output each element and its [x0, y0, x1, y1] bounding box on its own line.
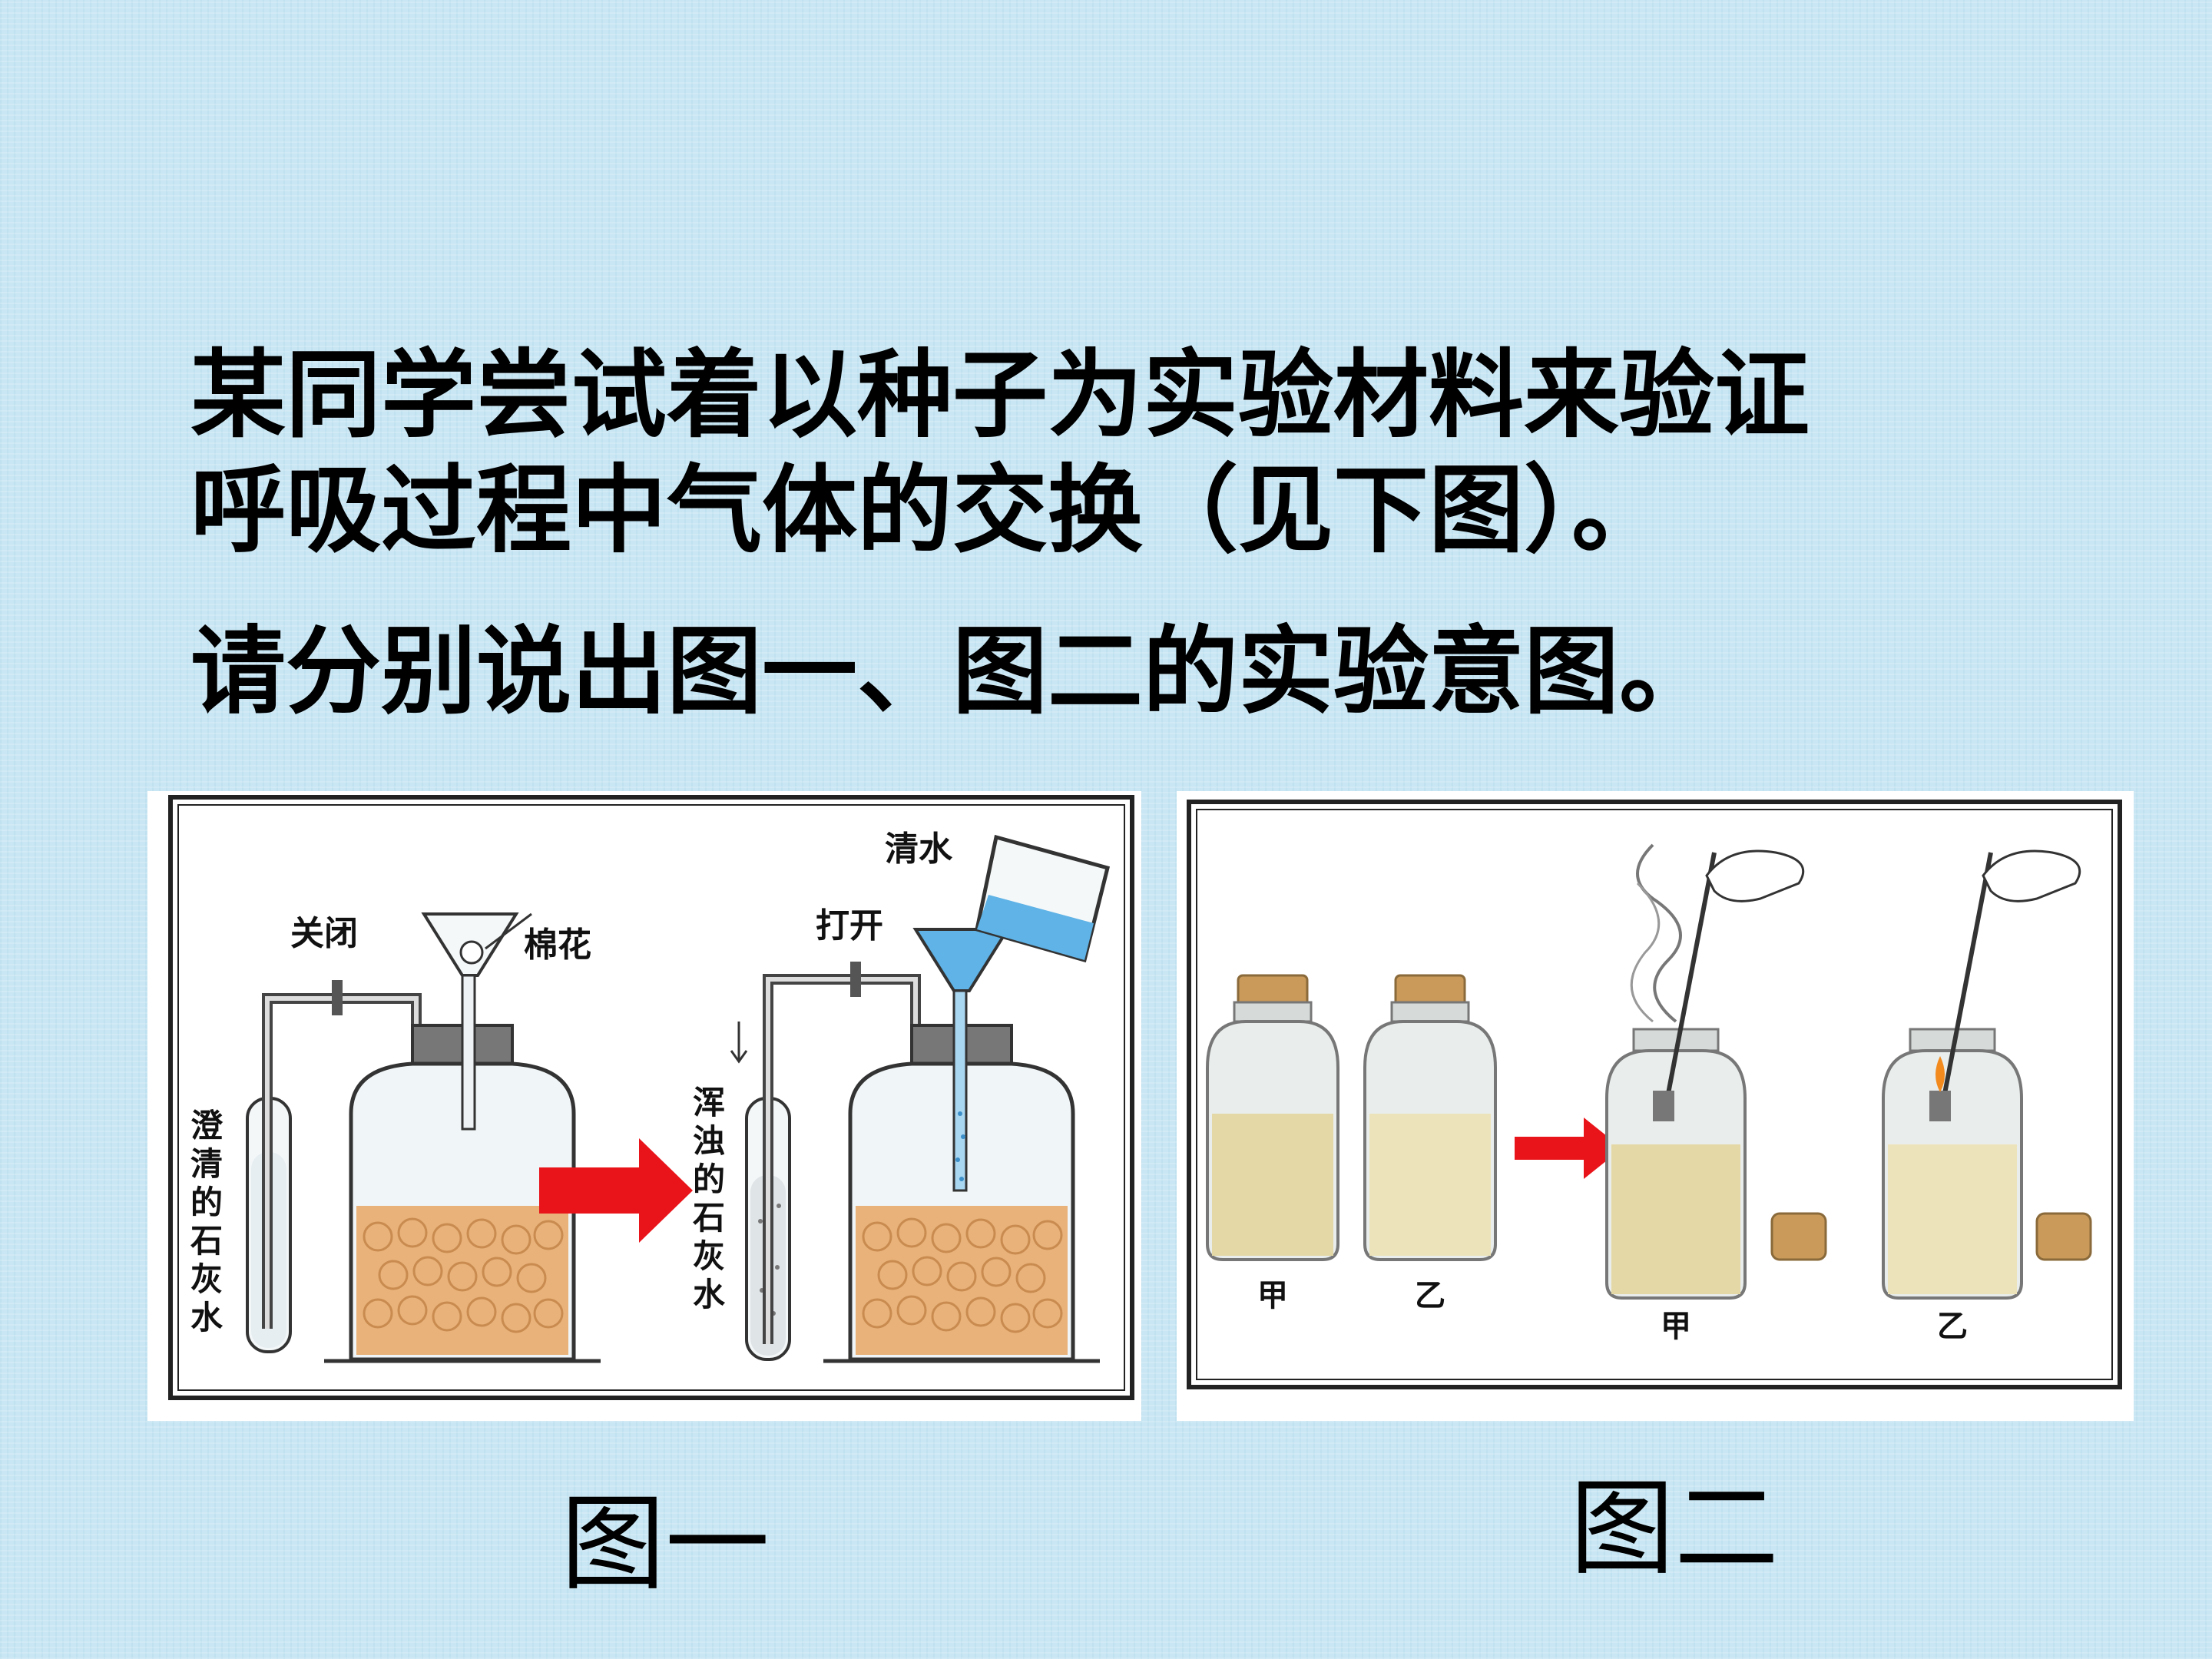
- bottle-right: [823, 1024, 1100, 1363]
- question-line-2: 呼吸过程中气体的交换（见下图）。: [190, 455, 1667, 566]
- flame-icon: [1936, 1056, 1945, 1092]
- label-jar-b-open: 乙: [1937, 1309, 1968, 1344]
- funnel-right: [912, 928, 1011, 1192]
- label-clear-limewater: 澄 清 的 石 灰 水: [190, 1107, 224, 1336]
- svg-text:石: 石: [190, 1222, 223, 1260]
- label-open: 打开: [816, 906, 883, 945]
- figure-two-illustration: 甲 乙 甲 乙: [1177, 791, 2134, 1421]
- arrow-right-icon: [539, 1138, 693, 1243]
- label-turbid-limewater: 浑 浊 的 石 灰 水: [693, 1084, 726, 1313]
- svg-text:清: 清: [190, 1145, 223, 1183]
- arrow-right-icon: [1515, 1118, 1622, 1179]
- label-jar-b: 乙: [1415, 1278, 1445, 1313]
- jar-b-closed: [1363, 974, 1497, 1261]
- label-jar-a-open: 甲: [1661, 1309, 1691, 1344]
- jar-b-open: [1882, 849, 2081, 1300]
- label-cotton: 棉花: [524, 926, 591, 965]
- question-line-3: 请分别说出图一、图二的实验意图。: [190, 617, 1715, 727]
- svg-text:灰: 灰: [693, 1237, 725, 1275]
- svg-text:澄: 澄: [190, 1107, 224, 1144]
- question-line-1: 某同学尝试着以种子为实验材料来验证: [190, 340, 1810, 451]
- label-water: 清水: [885, 830, 953, 869]
- svg-text:灰: 灰: [190, 1260, 223, 1298]
- figure-one-illustration: 关闭 棉花 澄 清 的 石 灰 水: [147, 791, 1141, 1421]
- label-jar-a: 甲: [1257, 1278, 1288, 1313]
- jar-a-open: [1605, 843, 1805, 1300]
- svg-text:浊: 浊: [693, 1122, 725, 1160]
- bottle-left: [324, 1024, 601, 1363]
- svg-text:的: 的: [190, 1184, 223, 1221]
- beaker-icon: [975, 834, 1111, 963]
- svg-text:浑: 浑: [693, 1084, 725, 1121]
- svg-text:的: 的: [693, 1161, 725, 1198]
- label-closed: 关闭: [290, 914, 358, 953]
- caption-figure-one: 图一: [561, 1484, 770, 1605]
- caption-figure-two: 图二: [1570, 1469, 1779, 1590]
- funnel-left: [421, 912, 532, 1131]
- svg-text:石: 石: [693, 1199, 725, 1237]
- jar-a-closed: [1206, 974, 1339, 1261]
- svg-text:水: 水: [190, 1299, 224, 1336]
- svg-text:水: 水: [693, 1276, 726, 1313]
